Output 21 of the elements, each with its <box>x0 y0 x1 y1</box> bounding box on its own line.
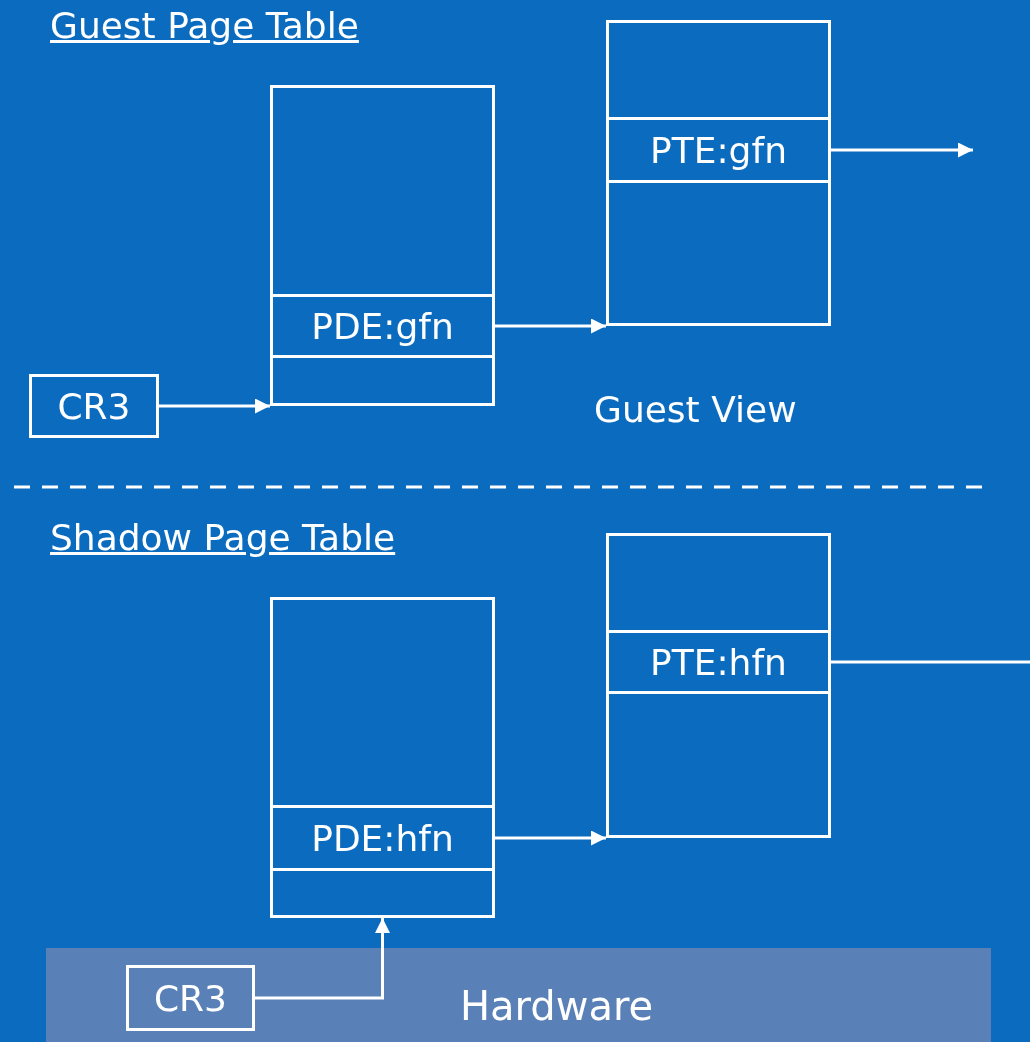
arrow <box>159 398 270 414</box>
table-row: PTE:gfn <box>606 117 831 183</box>
table-row: PDE:hfn <box>270 805 495 871</box>
table-row: PDE:gfn <box>270 294 495 358</box>
table-row: PTE:hfn <box>606 630 831 694</box>
register-box: CR3 <box>29 374 159 438</box>
section-title: Shadow Page Table <box>50 520 396 556</box>
arrow <box>495 318 606 334</box>
table-box <box>270 85 495 406</box>
register-box: CR3 <box>126 965 255 1031</box>
arrow <box>831 142 973 158</box>
table-box <box>606 20 831 326</box>
table-box <box>270 597 495 918</box>
arrow <box>255 918 390 1000</box>
view-label: Guest View <box>594 392 797 428</box>
arrow <box>495 830 606 846</box>
section-title: Guest Page Table <box>50 8 359 44</box>
layer-label: Hardware <box>460 986 654 1026</box>
table-box <box>606 533 831 838</box>
connector-line <box>831 660 1030 664</box>
hardware-band <box>46 948 991 1042</box>
